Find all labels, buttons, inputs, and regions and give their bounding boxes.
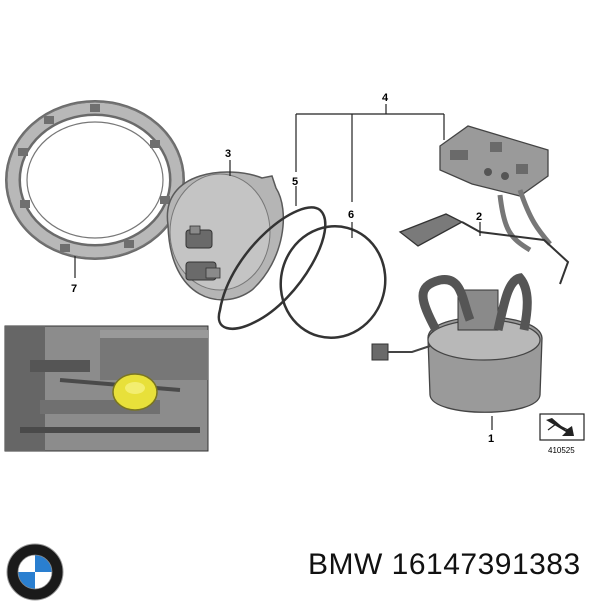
callout-2: 2 <box>476 211 482 223</box>
callout-6: 6 <box>348 209 354 221</box>
seal-ring-5-part <box>217 206 327 330</box>
callout-1: 1 <box>488 433 494 445</box>
callout-5: 5 <box>292 176 298 188</box>
level-sensor-part <box>398 213 570 285</box>
locking-ring-part <box>5 100 185 260</box>
leader-lines <box>74 104 493 430</box>
fuel-pump-module-part <box>371 273 543 413</box>
engine-bay-inset-photo <box>4 325 209 452</box>
diagram-id: 410525 <box>548 446 575 455</box>
callout-4: 4 <box>382 92 389 104</box>
orientation-box <box>539 413 585 441</box>
bmw-logo <box>6 543 64 601</box>
callout-3: 3 <box>225 148 231 160</box>
callout-7: 7 <box>71 283 77 295</box>
connector-bracket-part <box>439 125 552 253</box>
gasket-ring-6-part <box>279 225 387 339</box>
part-number-label: BMW 16147391383 <box>308 548 581 581</box>
flange-cover-part <box>166 171 285 301</box>
